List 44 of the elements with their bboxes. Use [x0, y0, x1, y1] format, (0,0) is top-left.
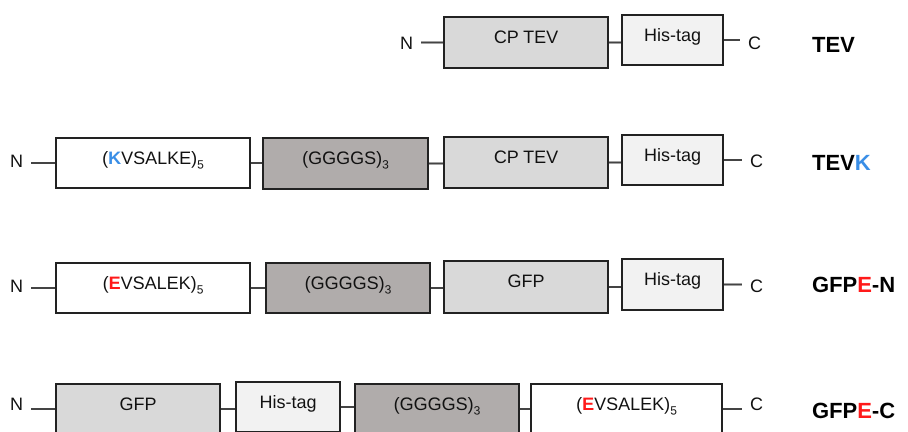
linker-line [31, 162, 55, 164]
linker-line [31, 408, 55, 410]
protein-domain-box: CP TEV [443, 136, 609, 189]
linker-line [31, 287, 55, 289]
protein-domain-box: (EVSALEK)$_{5}$ [55, 262, 251, 314]
terminus-label: C [750, 151, 763, 171]
construct-name: GFPE-N [812, 272, 896, 298]
terminus-label: C [750, 276, 763, 296]
protein-domain-box: (GGGGS)$_{3}$ [265, 262, 431, 314]
linker-line [520, 408, 530, 410]
linker-line [431, 287, 443, 289]
linker-line [724, 284, 742, 286]
protein-domain-box: (EVSALEK)$_{5}$ [530, 383, 723, 432]
terminus-label: C [750, 394, 763, 414]
terminus-label: N [400, 33, 413, 53]
linker-line [724, 39, 740, 41]
protein-domain-box: GFP [55, 383, 221, 432]
linker-line [251, 162, 262, 164]
linker-line [609, 42, 621, 44]
linker-line [341, 406, 354, 408]
terminus-label: N [10, 394, 23, 414]
linker-line [723, 408, 742, 410]
construct-name: TEV [812, 32, 855, 58]
linker-line [609, 162, 621, 164]
linker-line [221, 408, 235, 410]
protein-domain-box: CP TEV [443, 16, 609, 69]
linker-line [724, 159, 742, 161]
construct-name: GFPE-C [812, 398, 896, 424]
linker-line [421, 42, 443, 44]
terminus-label: C [748, 33, 761, 53]
protein-domain-box: (GGGGS)$_{3}$ [262, 137, 429, 190]
protein-domain-box: His-tag [235, 381, 341, 432]
protein-domain-box: (KVSALKE)$_{5}$ [55, 137, 251, 189]
protein-domain-box: His-tag [621, 134, 724, 186]
construct-name: TEVK [812, 150, 871, 176]
protein-domain-box: GFP [443, 260, 609, 314]
protein-domain-box: His-tag [621, 14, 724, 66]
terminus-label: N [10, 276, 23, 296]
protein-domain-box: (GGGGS)$_{3}$ [354, 383, 520, 432]
linker-line [251, 287, 265, 289]
linker-line [609, 286, 621, 288]
protein-domain-box: His-tag [621, 258, 724, 311]
linker-line [429, 162, 443, 164]
terminus-label: N [10, 151, 23, 171]
